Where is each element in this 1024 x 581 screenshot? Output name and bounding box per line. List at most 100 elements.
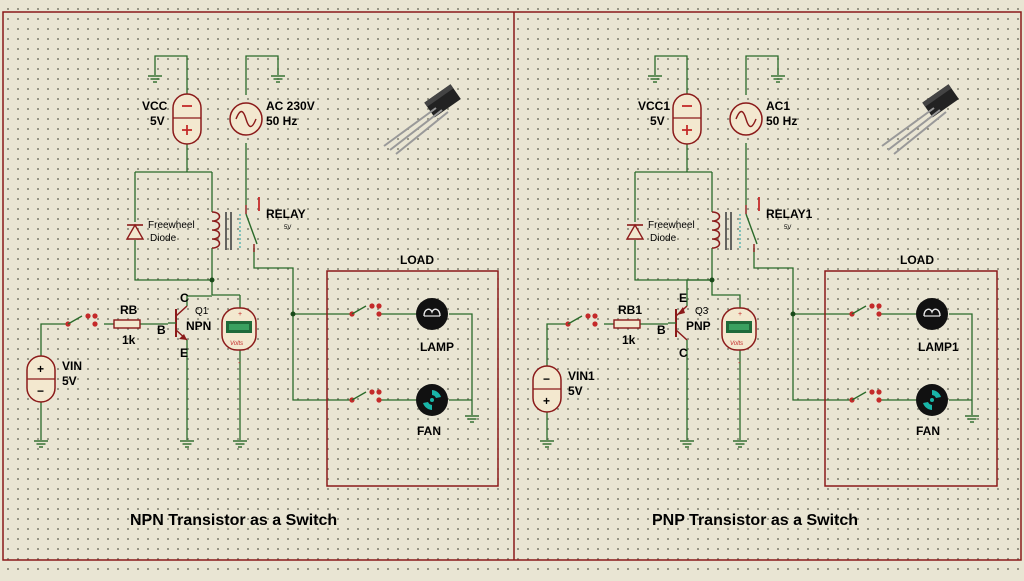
- diode-label-1: Freewheel: [648, 220, 695, 231]
- npn-transistor-icon[interactable]: [168, 295, 212, 352]
- ground-icon: [179, 440, 195, 448]
- ac-label: AC1: [766, 99, 790, 113]
- ground-icon: [732, 440, 748, 448]
- q3-pin-e: E: [679, 291, 687, 305]
- vin-top-sign: +: [37, 362, 44, 376]
- transistor-package-icon: [881, 83, 960, 155]
- load-box: [326, 270, 499, 487]
- ac-value: 50 Hz: [766, 114, 797, 128]
- lamp-icon[interactable]: [416, 298, 448, 330]
- relay-icon[interactable]: [211, 197, 260, 252]
- svg-text:-: -: [238, 358, 241, 367]
- diode-label-2: Diode: [650, 233, 677, 244]
- fan-label: FAN: [916, 424, 940, 438]
- lamp-switch-icon[interactable]: [848, 302, 883, 318]
- q1-pin-c: C: [180, 291, 189, 305]
- rb-label: RB1: [618, 303, 642, 317]
- svg-text:-: -: [738, 358, 741, 367]
- panel-title: PNP Transistor as a Switch: [652, 512, 858, 529]
- ground-icon: [147, 75, 163, 83]
- fan-label: FAN: [417, 424, 441, 438]
- ac-label: AC 230V: [266, 99, 315, 113]
- svg-text:+: +: [738, 311, 742, 318]
- q3-pin-c: C: [679, 346, 688, 360]
- rb-resistor-icon[interactable]: [113, 319, 141, 329]
- vin-label: VIN: [62, 359, 82, 373]
- relay-label: RELAY1: [766, 207, 813, 221]
- ground-icon: [539, 440, 555, 448]
- fan-icon[interactable]: [916, 384, 948, 416]
- ground-icon: [270, 75, 286, 83]
- ground-icon: [647, 75, 663, 83]
- rb-label: RB: [120, 303, 138, 317]
- rb-resistor-icon[interactable]: [613, 319, 641, 329]
- voltmeter-icon[interactable]: + -: [221, 307, 257, 367]
- q3-type: PNP: [686, 319, 711, 333]
- relay-label: RELAY: [266, 207, 306, 221]
- vin-bottom-sign: −: [37, 384, 44, 398]
- lamp-label: LAMP1: [918, 340, 959, 354]
- vin-label: VIN1: [568, 369, 595, 383]
- fan-switch-icon[interactable]: [848, 388, 883, 404]
- load-label: LOAD: [400, 253, 434, 267]
- wires-pnp: [546, 55, 973, 440]
- rb-value: 1k: [122, 333, 136, 347]
- ground-icon: [770, 75, 786, 83]
- vcc-value: 5V: [150, 114, 165, 128]
- ac-source-icon[interactable]: [229, 102, 263, 136]
- vcc-battery-icon[interactable]: [672, 93, 702, 145]
- input-switch-icon[interactable]: [64, 312, 99, 328]
- q1-pin-e: E: [180, 346, 188, 360]
- vin-value: 5V: [62, 374, 77, 388]
- voltmeter-icon[interactable]: + -: [721, 307, 757, 367]
- load-box: [824, 270, 998, 487]
- input-switch-icon[interactable]: [564, 312, 599, 328]
- wires-npn: [40, 55, 473, 440]
- lamp-label: LAMP: [420, 340, 454, 354]
- q3-pin-b: B: [657, 323, 666, 337]
- relay-value: 5V: [284, 225, 291, 231]
- fan-icon[interactable]: [416, 384, 448, 416]
- ground-icon: [964, 415, 980, 423]
- panel-npn: VCC 5V AC 230V 50 Hz Freewheel Diode: [26, 55, 499, 529]
- relay-icon[interactable]: [711, 197, 760, 252]
- load-label: LOAD: [900, 253, 934, 267]
- voltmeter-label: Volts: [230, 341, 243, 347]
- voltmeter-label: Volts: [730, 341, 743, 347]
- lamp-icon[interactable]: [916, 298, 948, 330]
- ground-icon: [33, 440, 49, 448]
- relay-value: 5V: [784, 225, 791, 231]
- vin-bottom-sign: +: [543, 394, 550, 408]
- transistor-package-icon: [383, 83, 462, 155]
- ac-source-icon[interactable]: [729, 102, 763, 136]
- vcc-value: 5V: [650, 114, 665, 128]
- fan-switch-icon[interactable]: [348, 388, 383, 404]
- vcc-label: VCC1: [638, 99, 670, 113]
- q1-type: NPN: [186, 319, 211, 333]
- panel-title: NPN Transistor as a Switch: [130, 512, 337, 529]
- vin-battery-icon[interactable]: [532, 365, 562, 413]
- vcc-battery-icon[interactable]: [172, 93, 202, 145]
- svg-text:+: +: [238, 311, 242, 318]
- vin-value: 5V: [568, 384, 583, 398]
- vcc-label: VCC: [142, 99, 168, 113]
- vin-battery-icon[interactable]: [26, 355, 56, 403]
- ground-icon: [464, 415, 480, 423]
- freewheel-diode-icon[interactable]: [125, 223, 145, 240]
- diode-label-1: Freewheel: [148, 220, 195, 231]
- pnp-transistor-icon[interactable]: [668, 296, 688, 352]
- q1-label: Q1: [195, 306, 209, 317]
- vin-top-sign: −: [543, 372, 550, 386]
- ground-icon: [232, 440, 248, 448]
- ground-icon: [679, 440, 695, 448]
- panel-pnp: VCC1 5V AC1 50 Hz Freewheel Diode RELAY1…: [532, 55, 998, 529]
- freewheel-diode-icon[interactable]: [625, 223, 645, 240]
- rb-value: 1k: [622, 333, 636, 347]
- sheet-frame: [2, 11, 1022, 561]
- q1-pin-b: B: [157, 323, 166, 337]
- diode-label-2: Diode: [150, 233, 177, 244]
- ac-value: 50 Hz: [266, 114, 297, 128]
- lamp-switch-icon[interactable]: [348, 302, 383, 318]
